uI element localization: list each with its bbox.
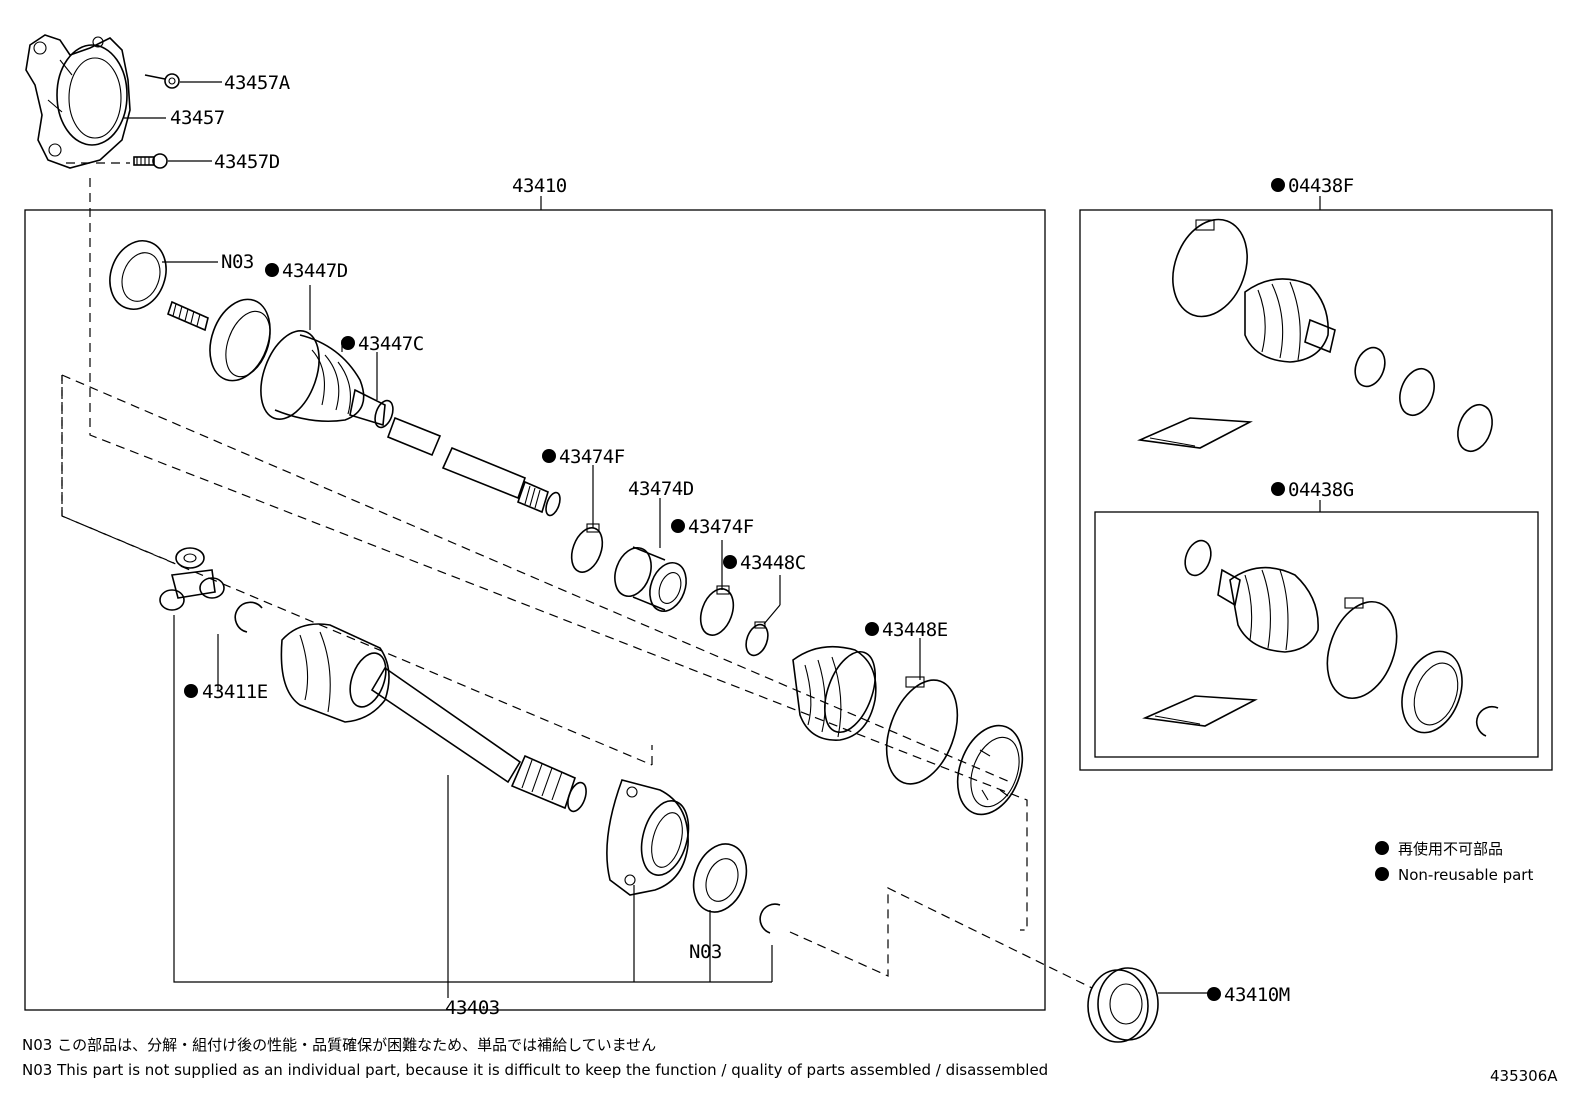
label-43410M: 43410M [1224,984,1290,1006]
snap-ring-bottom [759,903,781,934]
bolt-43457A [144,73,222,89]
note-en: N03 This part is not supplied as an indi… [22,1061,1048,1079]
drive-shaft [386,416,561,517]
label-43474D: 43474D [628,478,694,500]
tripod-joint [159,547,225,611]
kit-04438F-parts [1137,218,1493,453]
label-43474F-b: 43474F [688,516,754,538]
bolt-43457D [133,153,212,169]
label-43457D: 43457D [214,151,280,173]
snap-ring-43411E [234,601,263,633]
clamp-43474F-a [570,523,604,573]
assembly-43410-frame [24,209,1046,1011]
boot-43448E [792,645,959,785]
label-43403: 43403 [445,997,500,1019]
label-04438G: 04438G [1288,479,1354,501]
label-43447C: 43447C [358,333,424,355]
kit-04438F-frame [1079,209,1553,771]
label-43448E: 43448E [882,619,948,641]
diagram-id: 435306A [1490,1067,1558,1085]
kit-04438G-frame [1094,511,1539,758]
dust-cover [956,724,1024,816]
bearing-43410M [1087,967,1210,1043]
clamp-43474F-b [699,585,735,636]
center-bearing-bracket [606,779,690,896]
label-43410: 43410 [512,175,567,197]
label-43457A: 43457A [224,72,291,94]
legend-en: Non-reusable part [1398,866,1533,884]
label-43411E: 43411E [202,681,268,703]
label-04438F: 04438F [1288,175,1354,197]
bearing-bracket-43457 [25,34,131,169]
label-43448C: 43448C [740,552,806,574]
inner-shaft-43403 [280,623,587,813]
label-43474F-a: 43474F [559,446,625,468]
kit-04438G-parts [1142,539,1499,737]
legend-jp: 再使用不可部品 [1398,840,1503,858]
clamp-43448C [745,621,769,657]
seal-N03-top [109,240,218,310]
label-43447D: 43447D [282,260,348,282]
label-43457: 43457 [170,107,225,129]
label-N03-top: N03 [221,251,254,273]
label-N03-bottom: N03 [689,941,722,963]
outer-cv-joint [167,298,394,429]
note-jp: N03 この部品は、分解・組付け後の性能・品質確保が困難なため、単品では補給して… [22,1036,656,1054]
seal-N03-bottom [692,843,748,913]
damper-43474D [614,546,687,613]
